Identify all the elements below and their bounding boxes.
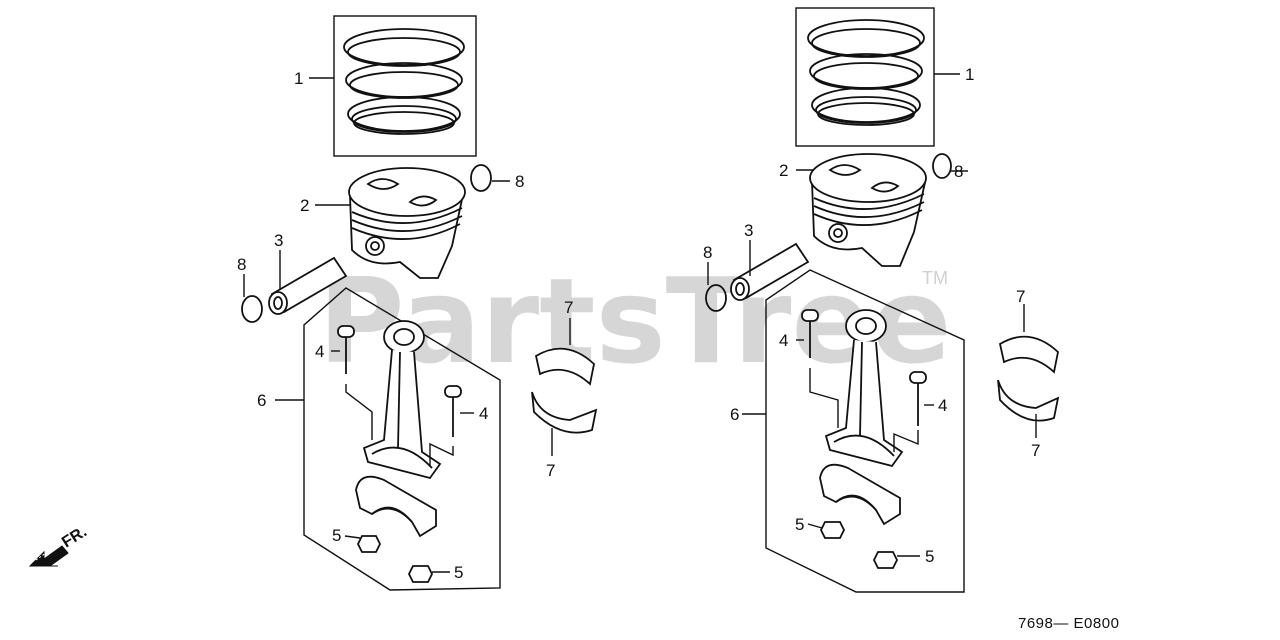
- callout-4-left-b: 4: [479, 404, 488, 423]
- right-rod-bolt-b[interactable]: [909, 371, 927, 426]
- callout-5-right-b: 5: [925, 547, 934, 566]
- right-piston-rings[interactable]: [807, 19, 925, 126]
- callout-1-right: 1: [965, 65, 974, 84]
- callout-1-left: 1: [294, 69, 303, 88]
- trademark-text: TM: [922, 268, 948, 288]
- callout-3-left: 3: [274, 231, 283, 250]
- callout-8-left-lower: 8: [237, 255, 246, 274]
- callout-5-left-b: 5: [454, 563, 463, 582]
- right-piston[interactable]: [809, 153, 927, 267]
- right-rod-nut-a[interactable]: [819, 521, 846, 539]
- callout-5-left-a: 5: [332, 526, 341, 545]
- left-connecting-rod[interactable]: [362, 320, 442, 480]
- callout-4-left-a: 4: [315, 342, 324, 361]
- callout-8-left-upper: 8: [515, 172, 524, 191]
- callout-5-right-a: 5: [795, 515, 804, 534]
- left-pin-clip-lower[interactable]: [241, 295, 263, 323]
- right-rod-nut-b[interactable]: [872, 551, 899, 569]
- right-pin-clip-lower[interactable]: [705, 284, 727, 312]
- callout-7-right-upper: 7: [1016, 287, 1025, 306]
- left-rod-cap[interactable]: [355, 475, 437, 538]
- right-rod-box: [765, 269, 965, 593]
- front-direction-arrow-icon: [28, 539, 69, 567]
- right-rod-bolt-a[interactable]: [801, 309, 819, 358]
- callout-6-right: 6: [730, 405, 739, 424]
- right-connecting-rod[interactable]: [824, 309, 904, 468]
- right-rod-cap[interactable]: [819, 463, 901, 526]
- callout-3-right: 3: [744, 221, 753, 240]
- right-rod-bearing-upper[interactable]: [998, 335, 1059, 374]
- callout-8-right-upper: 8: [954, 162, 963, 181]
- left-piston[interactable]: [348, 167, 466, 279]
- right-ring-box: [795, 7, 935, 147]
- diagram-code: 7698— E0800: [1018, 615, 1119, 632]
- left-rod-bolt-b[interactable]: [444, 385, 462, 437]
- left-rod-bolt-a[interactable]: [337, 325, 355, 374]
- left-piston-pin[interactable]: [268, 256, 348, 315]
- left-rod-nut-b[interactable]: [407, 565, 434, 583]
- callout-2-right: 2: [779, 161, 788, 180]
- right-piston-pin[interactable]: [730, 242, 810, 301]
- left-rod-nut-a[interactable]: [356, 535, 382, 553]
- callout-8-right-lower: 8: [703, 243, 712, 262]
- callout-2-left: 2: [300, 196, 309, 215]
- right-assembly: 1 2 8 3 8: [703, 7, 1060, 593]
- left-ring-box: [333, 15, 477, 157]
- callout-7-left-upper: 7: [564, 298, 573, 317]
- callout-4-right-a: 4: [779, 331, 788, 350]
- callout-4-right-b: 4: [938, 396, 947, 415]
- front-direction-label: FR.: [59, 523, 90, 551]
- callout-7-left-lower: 7: [546, 461, 555, 480]
- left-rod-box: [303, 287, 501, 591]
- left-rod-bearing-lower[interactable]: [531, 391, 598, 434]
- right-pin-clip-upper[interactable]: [932, 153, 952, 179]
- left-pin-clip-upper[interactable]: [470, 164, 492, 192]
- callout-6-left: 6: [257, 391, 266, 410]
- left-assembly: 1 2 8 3: [237, 15, 598, 591]
- left-piston-rings[interactable]: [343, 28, 465, 135]
- callout-7-right-lower: 7: [1031, 441, 1040, 460]
- left-rod-bearing-upper[interactable]: [534, 347, 595, 386]
- right-rod-bearing-lower[interactable]: [997, 379, 1060, 422]
